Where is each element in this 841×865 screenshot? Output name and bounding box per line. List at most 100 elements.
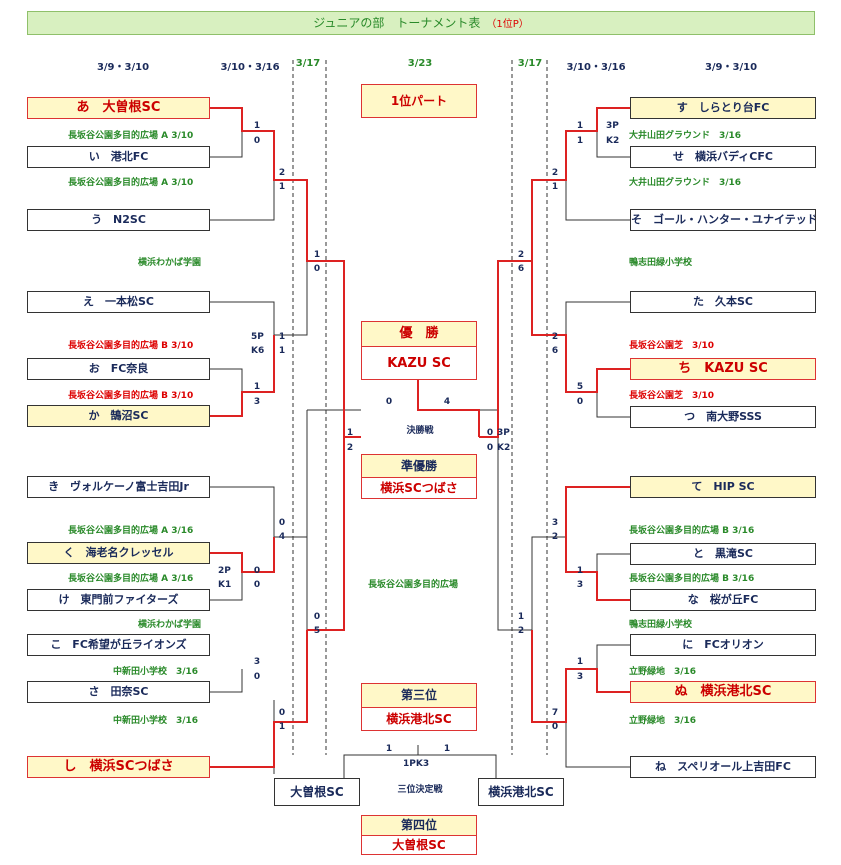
venue-l6: 長坂谷公園多目的広場 A 3/16	[68, 526, 194, 536]
pk-label: 2P	[218, 566, 231, 576]
header-left-r3: 3/17	[295, 58, 321, 69]
venue-l4: 長坂谷公園多目的広場 B 3/10	[68, 341, 194, 351]
header-right-r2: 3/10・3/16	[566, 62, 626, 73]
venue-r10: 立野緑地 3/16	[629, 716, 697, 726]
pk-label: 3P	[497, 428, 510, 438]
team-ki: き ヴォルケーノ富士吉田Jr	[27, 476, 210, 498]
score: 3	[253, 657, 261, 667]
score: 2	[278, 168, 286, 178]
team-ko: こ FC希望が丘ライオンズ	[27, 634, 210, 656]
pk-label: K2	[606, 136, 620, 146]
score: 2	[551, 168, 559, 178]
champion-label: 優 勝	[362, 322, 476, 347]
team-su: す しらとり台FC	[630, 97, 816, 119]
score: 1	[346, 428, 354, 438]
team-i: い 港北FC	[27, 146, 210, 168]
fourth-place-team: 大曽根SC	[392, 838, 446, 852]
champion-box: 優 勝 KAZU SC	[361, 321, 477, 380]
score: 0	[278, 518, 286, 528]
venue-r1: 大井山田グラウンド 3/16	[629, 131, 742, 141]
score: 3	[551, 518, 559, 528]
venue-r8: 鴨志田緑小学校	[629, 620, 693, 630]
score: 2	[346, 443, 354, 453]
score: 5	[313, 626, 321, 636]
venue-l3: 横浜わかば学園	[138, 258, 202, 268]
score: 1	[278, 182, 286, 192]
team-ka: か 鵠沼SC	[27, 405, 210, 427]
pk-label: K1	[218, 580, 232, 590]
third-place-box: 第三位 横浜港北SC	[361, 683, 477, 731]
team-tsu: つ 南大野SSS	[630, 406, 816, 428]
venue-l8: 横浜わかば学園	[138, 620, 202, 630]
pk-label: K6	[251, 346, 265, 356]
score: 1	[576, 121, 584, 131]
header-right-r1: 3/9・3/10	[704, 62, 758, 73]
score-final: 0	[385, 397, 393, 407]
score: 1	[313, 250, 321, 260]
third-match-left-team: 大曽根SC	[274, 778, 360, 806]
venue-l2: 長坂谷公園多目的広場 A 3/10	[68, 178, 194, 188]
team-se: せ 横浜バディCFC	[630, 146, 816, 168]
venue-l10: 中新田小学校 3/16	[113, 716, 199, 726]
venue-r2: 大井山田グラウンド 3/16	[629, 178, 742, 188]
venue-l7: 長坂谷公園多目的広場 A 3/16	[68, 574, 194, 584]
pk-label: 3P	[606, 121, 619, 131]
score: 1	[278, 332, 286, 342]
team-nu: ぬ 横浜港北SC	[630, 681, 816, 703]
score: 0	[576, 397, 584, 407]
score: 1	[253, 121, 261, 131]
score: 3	[253, 397, 261, 407]
fourth-place-label: 第四位	[362, 816, 476, 836]
third-place-label: 第三位	[362, 684, 476, 708]
runner-up-label: 準優勝	[362, 455, 476, 478]
score: 0	[278, 708, 286, 718]
score: 2	[551, 332, 559, 342]
third-place-team: 横浜港北SC	[386, 712, 452, 726]
team-so: そ ゴール・ハンター・ユナイテッド	[630, 209, 816, 231]
fourth-place-box: 第四位 大曽根SC	[361, 815, 477, 855]
team-to: と 黒滝SC	[630, 543, 816, 565]
score: 6	[517, 264, 525, 274]
third-match-right-team: 横浜港北SC	[478, 778, 564, 806]
page-title: ジュニアの部 トーナメント表（1位P）	[27, 11, 815, 35]
team-te: て HIP SC	[630, 476, 816, 498]
score: 1	[576, 657, 584, 667]
runner-up-team: 横浜SCつばさ	[380, 481, 458, 495]
score: 2	[517, 626, 525, 636]
score: 6	[551, 346, 559, 356]
venue-r4: 長坂谷公園芝 3/10	[629, 341, 715, 351]
score: 3	[576, 672, 584, 682]
score: 1	[576, 136, 584, 146]
team-a: あ 大曽根SC	[27, 97, 210, 119]
venue-r9: 立野緑地 3/16	[629, 667, 697, 677]
score: 4	[278, 532, 286, 542]
team-na: な 桜が丘FC	[630, 589, 816, 611]
first-place-part-label: 1位パート	[361, 84, 477, 118]
title-text: ジュニアの部 トーナメント表	[313, 16, 481, 30]
team-ta: た 久本SC	[630, 291, 816, 313]
champion-team: KAZU SC	[387, 356, 451, 371]
venue-l1: 長坂谷公園多目的広場 A 3/10	[68, 131, 194, 141]
team-ku: く 海老名クレッセル	[27, 542, 210, 564]
score: 0	[486, 428, 494, 438]
score: 0	[253, 672, 261, 682]
third-match-label: 三位決定戦	[397, 785, 443, 795]
score: 0	[253, 566, 261, 576]
team-o: お FC奈良	[27, 358, 210, 380]
runner-up-box: 準優勝 横浜SCつばさ	[361, 454, 477, 499]
venue-r6: 長坂谷公園多目的広場 B 3/16	[629, 526, 755, 536]
score: 0	[551, 722, 559, 732]
score: 0	[253, 580, 261, 590]
team-ke: け 東門前ファイターズ	[27, 589, 210, 611]
score: 7	[551, 708, 559, 718]
score: 1	[253, 382, 261, 392]
team-ni: に FCオリオン	[630, 634, 816, 656]
score-final: 4	[443, 397, 451, 407]
pk-label: 5P	[251, 332, 264, 342]
venue-l9: 中新田小学校 3/16	[113, 667, 199, 677]
header-right-r3: 3/17	[517, 58, 543, 69]
venue-r3: 鴨志田緑小学校	[629, 258, 693, 268]
score-third: 1	[385, 744, 393, 754]
score: 2	[517, 250, 525, 260]
